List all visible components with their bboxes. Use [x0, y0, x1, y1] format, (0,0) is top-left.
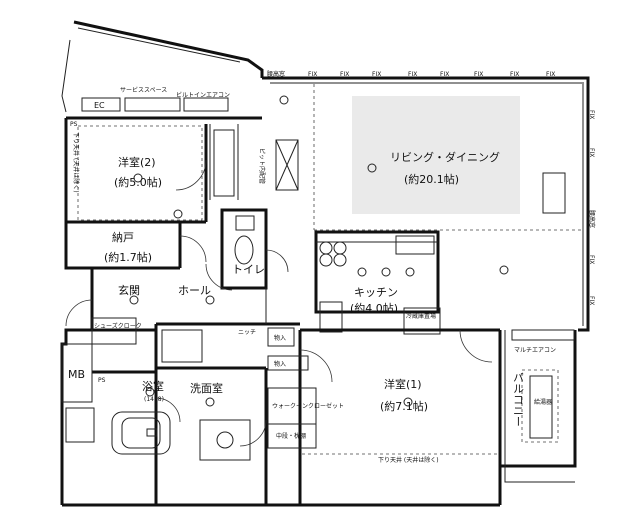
fix-label: FIX: [408, 71, 417, 78]
washroom-label: 洗面室: [190, 381, 223, 395]
storage-box-label-2: 物入: [274, 360, 286, 368]
shoes-closet-label: シューズクローク: [94, 322, 142, 330]
balcony-label: バルコニー: [512, 372, 525, 427]
fix-label: FIX: [440, 71, 449, 78]
hall-label: ホール: [178, 284, 211, 297]
storage-box-label: 物入: [274, 334, 286, 342]
hot-water-label: 給湯器: [534, 398, 552, 406]
sash-label: 腰高窓: [588, 210, 596, 228]
ec-label: EC: [94, 101, 105, 110]
interior-walls: [61, 124, 575, 505]
fix-label: FIX: [308, 71, 317, 78]
kitchen-label: キッチン: [354, 286, 398, 299]
unit-box: [124, 97, 181, 112]
service-space-label: サービススペース: [120, 86, 167, 94]
living-label: リビング・ダイニング: [390, 150, 500, 164]
fix-label: FIX: [546, 71, 555, 78]
builtin-ac-label: ビルトインエアコン: [176, 91, 230, 99]
western-room-1-label: 洋室(1): [384, 377, 422, 391]
fix-label: FIX: [474, 71, 483, 78]
window-marks: FIX FIX FIX FIX FIX FIX FIX FIX FIX FIX …: [267, 70, 596, 326]
pipe-note: ピット内配管: [258, 148, 266, 184]
storage-size: (約1.7帖): [104, 250, 152, 264]
fix-label: FIX: [588, 110, 595, 119]
fix-label: FIX: [588, 255, 595, 264]
kitchen-size: (約4.0帖): [350, 301, 398, 315]
doors: [65, 159, 493, 447]
ceiling-note-left: 下り天井 (天井は除く): [72, 132, 80, 193]
western-room-2-label: 洋室(2): [118, 155, 156, 169]
toilet-label: トイレ: [232, 263, 265, 276]
multi-ac-label: マルチエアコン: [514, 347, 556, 354]
fridge-label: 冷蔵庫置場: [406, 312, 436, 320]
storage-label: 納戸: [112, 231, 134, 244]
fix-label: FIX: [588, 148, 595, 157]
fix-label: FIX: [340, 71, 349, 78]
living-size: (約20.1帖): [404, 172, 459, 186]
ps-label: PS: [70, 121, 78, 128]
fix-label: FIX: [588, 296, 595, 305]
mb-label: MB: [68, 368, 85, 381]
living-shaded-area: [352, 96, 520, 214]
kitchen-counter: [319, 235, 435, 267]
bath-size: (1418): [144, 396, 164, 403]
ac-box: [183, 97, 229, 112]
closet-box: [275, 139, 299, 191]
ec-box: [81, 97, 121, 112]
fix-label: FIX: [510, 71, 519, 78]
ceiling-note: 下り天井 (天井は除く): [378, 456, 439, 464]
ps-label-2: PS: [98, 377, 106, 384]
wash-basin-counter: [199, 419, 251, 461]
toilet-bowl: [234, 235, 254, 265]
toilet-tank: [235, 215, 255, 231]
bath-label: 浴室: [142, 379, 164, 393]
walkin-closet-label: ウォークインクローゼット: [272, 402, 344, 410]
fixture-markers: [129, 95, 509, 407]
sash-label: 腰高窓: [267, 70, 285, 78]
western-room-1-size: (約7.1帖): [380, 399, 428, 413]
fix-label: FIX: [372, 71, 381, 78]
niche-label: ニッチ: [238, 329, 256, 336]
bathtub: [111, 411, 171, 455]
entrance-label: 玄関: [118, 283, 140, 297]
wash-basin: [216, 431, 234, 449]
middle-shelf-label: 中段・枕棚: [276, 432, 306, 440]
